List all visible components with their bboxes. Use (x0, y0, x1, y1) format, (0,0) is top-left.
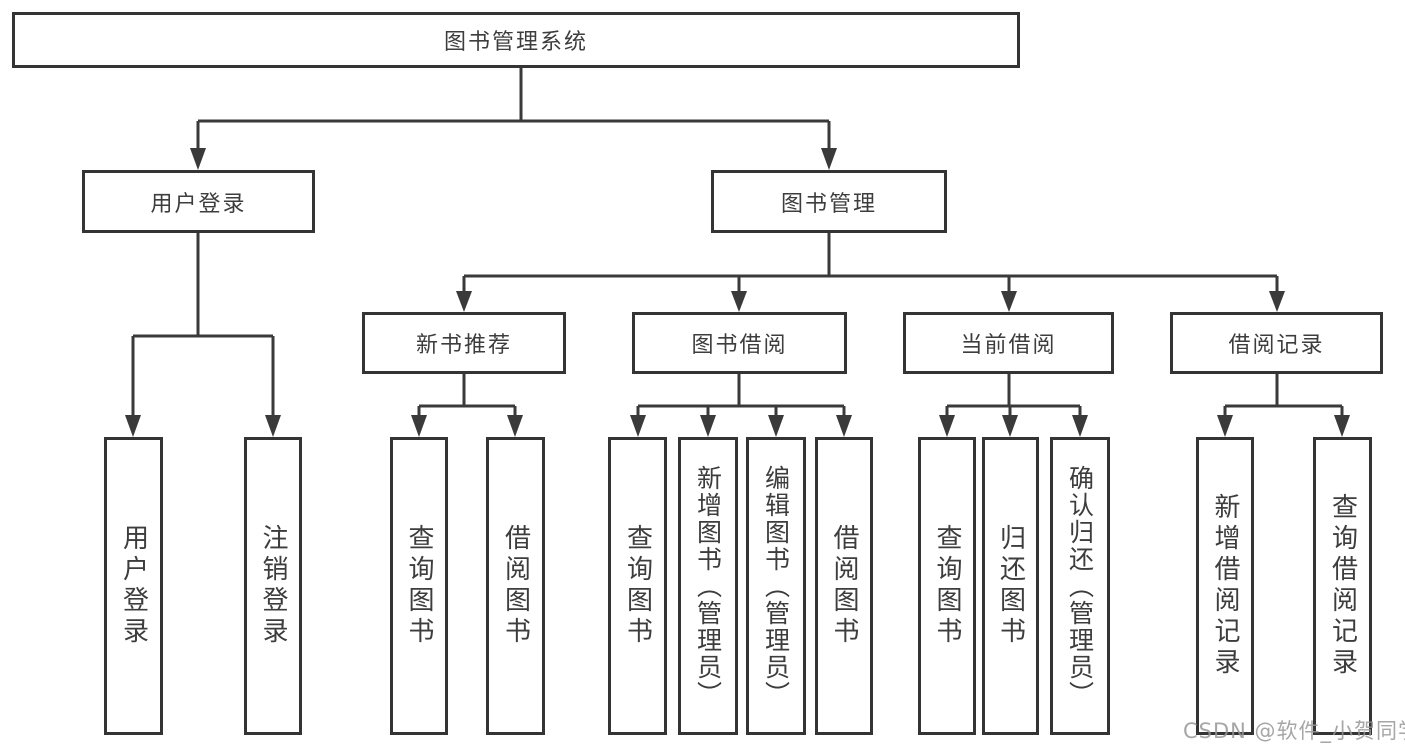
leaf-add-borrow-record: 新增借阅记录 (1196, 437, 1254, 735)
node-book-management: 图书管理 (711, 170, 947, 233)
node-book-borrow: 图书借阅 (632, 312, 847, 374)
node-borrow-records: 借阅记录 (1170, 312, 1383, 374)
csdn-watermark: CSDN @软件_小贺同学 (1183, 719, 1405, 743)
leaf-query-books-1: 查询图书 (390, 437, 448, 735)
leaf-query-borrow-record: 查询借阅记录 (1313, 437, 1372, 735)
leaf-confirm-return-admin: 确认归还（管理员） (1050, 437, 1110, 735)
leaf-add-books-admin: 新增图书（管理员） (678, 437, 738, 735)
leaf-user-login: 用户登录 (104, 437, 163, 735)
node-new-book-recommend: 新书推荐 (362, 312, 566, 374)
node-current-borrow: 当前借阅 (903, 312, 1114, 374)
node-root: 图书管理系统 (12, 12, 1020, 68)
leaf-borrow-books-2: 借阅图书 (815, 437, 873, 735)
leaf-borrow-books-1: 借阅图书 (486, 437, 545, 735)
leaf-logout: 注销登录 (244, 437, 302, 735)
leaf-return-books: 归还图书 (982, 437, 1039, 735)
node-user-login-branch: 用户登录 (82, 170, 315, 233)
leaf-query-books-3: 查询图书 (918, 437, 976, 735)
leaf-edit-books-admin: 编辑图书（管理员） (746, 437, 806, 735)
leaf-query-books-2: 查询图书 (608, 437, 667, 735)
